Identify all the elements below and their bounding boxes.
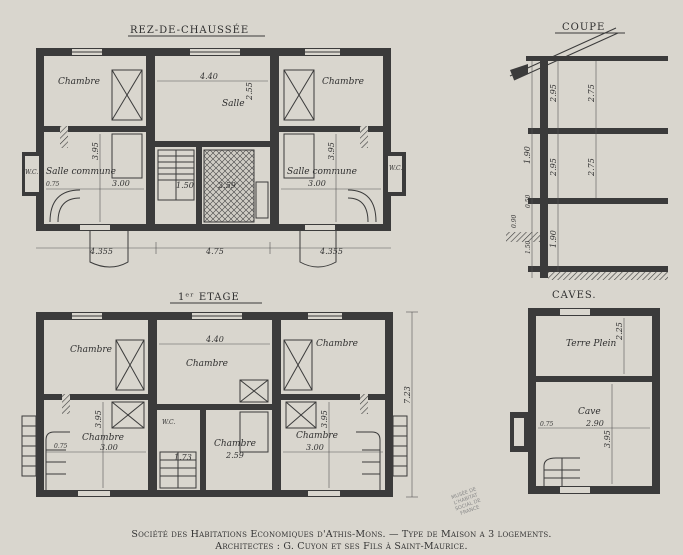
sec-dim-h6: 1.90 (523, 146, 532, 164)
cel-dim-depth2: 3.95 (603, 430, 612, 448)
gf-dim-right-common-width: 3.00 (308, 179, 326, 188)
ff-room-center-bottom: Chambre (214, 439, 256, 449)
sec-dim-h3: 2.95 (549, 158, 558, 177)
section-drawing: COUPE 2.95 2.75 2.95 2.75 1.90 1.90 0.50… (506, 22, 668, 280)
ff-dim-left-depth: 3.95 (94, 410, 103, 428)
ff-wc: W.C. (162, 419, 175, 426)
gf-room-left-top: Chambre (58, 77, 100, 87)
cel-dim-small: 0.75 (540, 421, 554, 428)
ff-room-right-bottom: Chambre (296, 431, 338, 441)
first-floor-title: 1ᵉʳ ETAGE (178, 292, 240, 303)
gf-dim-left-depth: 3.95 (91, 142, 100, 160)
gf-dim-left-small: 0.75 (46, 181, 60, 188)
cellar-room-bottom: Cave (578, 407, 601, 417)
ff-dim-stair-width: 1.73 (174, 453, 192, 462)
cellars-title: CAVES. (552, 290, 597, 301)
sec-dim-h1: 2.95 (549, 84, 558, 103)
ff-room-center-top: Chambre (186, 359, 228, 369)
gf-room-left-common: Salle commune (46, 167, 116, 177)
sec-dim-h4: 2.75 (587, 158, 596, 177)
drawing-canvas: REZ-DE-CHAUSSÉE (21, 22, 668, 498)
ground-floor-plan: REZ-DE-CHAUSSÉE (22, 24, 406, 268)
cellar-room-top: Terre Plein (566, 339, 617, 349)
sec-dim-h9: 1.50 (525, 240, 532, 254)
sec-dim-h2: 2.75 (587, 84, 596, 103)
sec-dim-h5: 1.90 (549, 230, 558, 248)
gf-dim-stair-width: 1.50 (176, 181, 194, 190)
section-title: COUPE (562, 22, 605, 33)
gf-dim-right-overall: 4.355 (319, 247, 343, 256)
first-floor-plan: 1ᵉʳ ETAGE (21, 292, 418, 498)
gf-dim-left-common-width: 3.00 (112, 179, 130, 188)
ff-dim-right-width: 3.00 (306, 443, 324, 452)
gf-dim-salle-depth: 2.55 (245, 82, 254, 101)
gf-room-right-common: Salle commune (287, 167, 357, 177)
caption-line-1: Société des Habitations Economiques d'At… (131, 529, 552, 540)
gf-wc-left: W.C. (25, 169, 38, 176)
gf-dim-right-depth: 3.95 (327, 142, 336, 160)
gf-room-center-top: Salle (222, 99, 245, 109)
ff-dim-right-depth: 3.95 (320, 410, 329, 428)
ff-dim-left-width: 3.00 (100, 443, 118, 452)
ff-dim-center-width: 4.40 (205, 335, 224, 344)
sec-dim-h7: 0.50 (525, 194, 532, 208)
ff-dim-overall-depth: 7.23 (403, 386, 412, 404)
ff-room-left-top: Chambre (70, 345, 112, 355)
gf-dim-left-overall: 4.355 (89, 247, 113, 256)
gf-room-right-top: Chambre (322, 77, 364, 87)
gf-wc-right: W.C. (389, 165, 402, 172)
gf-dim-center-width: 4.40 (199, 72, 218, 81)
cel-dim-width: 2.90 (585, 419, 604, 428)
sec-dim-h8: 0.90 (511, 214, 518, 228)
ff-dim-left-small: 0.75 (54, 443, 68, 450)
cel-dim-depth: 2.25 (615, 322, 624, 341)
ff-room-right-top: Chambre (316, 339, 358, 349)
gf-dim-center-overall: 4.75 (205, 247, 224, 256)
caption-line-2: Architectes : G. Cuyon et ses Fils à Sai… (215, 541, 468, 552)
gf-dim-kitchen-width: 2.59 (217, 181, 236, 190)
ff-dim-center-bottom-width: 2.59 (225, 451, 244, 460)
cellar-plan: CAVES. Terre Plein Cave 2.90 2.25 3.95 0… (510, 290, 660, 494)
ground-floor-title: REZ-DE-CHAUSSÉE (130, 24, 249, 36)
